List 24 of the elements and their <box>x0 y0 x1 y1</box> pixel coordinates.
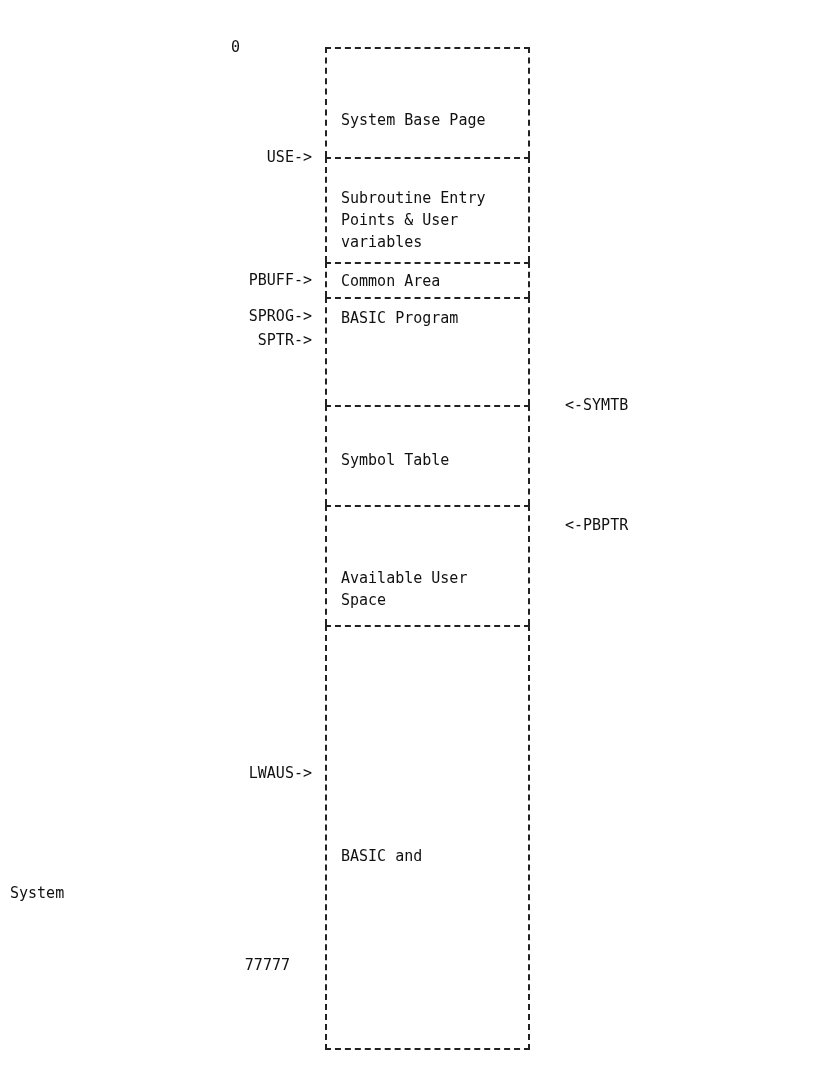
address-pointer-label: PBUFF-> <box>248 270 312 290</box>
memory-segment <box>325 297 530 405</box>
address-pointer-label: SPTR-> <box>257 330 312 350</box>
memory-segment <box>325 405 530 505</box>
address-pointer-label: 0 <box>230 37 240 57</box>
memory-segment <box>325 157 530 262</box>
address-pointer-label: USE-> <box>266 147 312 167</box>
memory-segment <box>325 625 530 1050</box>
segment-label: System Base Page <box>341 110 487 131</box>
memory-segment <box>325 505 530 625</box>
segment-label: Symbol Table <box>341 450 451 471</box>
segment-label: Common Area <box>341 271 442 292</box>
memory-segment <box>325 262 530 297</box>
address-pointer-label: <-SYMTB <box>565 395 629 415</box>
segment-label: BASIC Program <box>341 308 460 329</box>
segment-label: BASIC and <box>341 846 424 867</box>
address-pointer-label: <-PBPTR <box>565 515 629 535</box>
address-pointer-label: System <box>10 883 65 903</box>
address-pointer-label: LWAUS-> <box>248 763 312 783</box>
address-pointer-label: SPROG-> <box>248 306 312 326</box>
memory-segment <box>325 47 530 157</box>
address-pointer-label: 77777 <box>244 955 290 975</box>
segment-label: Available User Space <box>341 568 469 611</box>
segment-label: Subroutine Entry Points & User variables <box>341 188 487 253</box>
